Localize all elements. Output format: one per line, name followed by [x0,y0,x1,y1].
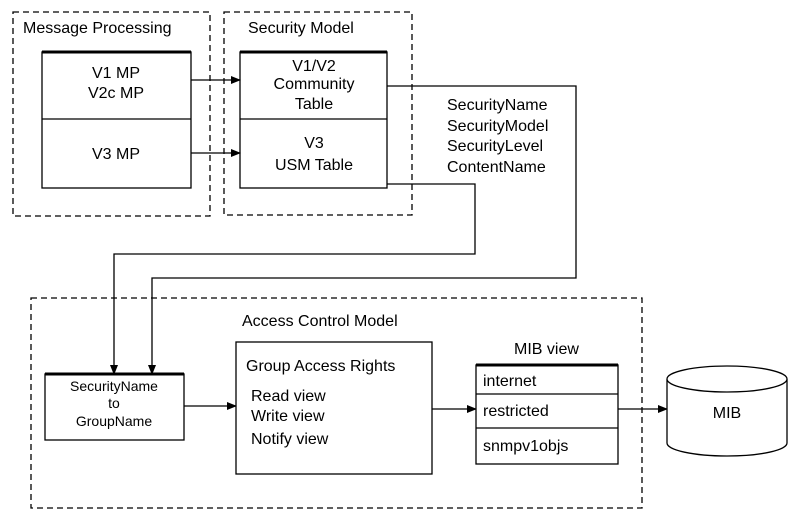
v1-mp-label: V1 MP [92,65,140,82]
v3-mp-label: V3 MP [92,146,140,163]
community-table-line3: Table [295,96,333,113]
read-view-label: Read view [251,388,326,405]
connector-community-to-groupname [148,85,577,375]
notify-view-label: Notify view [251,431,329,448]
usm-table-line1: V3 [304,135,324,152]
message-processing-boundary [12,11,211,217]
v2c-mp-label: V2c MP [88,85,144,102]
access-control-boundary [30,297,643,509]
sec-to-group-line1: SecurityName [70,378,158,394]
community-table-line2: Community [274,76,355,93]
mib-view-box [475,364,619,465]
mib-database-cylinder: MIB [666,365,788,457]
sec-to-group-line3: GroupName [76,413,152,429]
message-processing-title: Message Processing [23,20,172,37]
mib-view-title: MIB view [514,341,579,358]
group-access-rights-title: Group Access Rights [246,358,395,375]
param-content-name: ContentName [447,159,546,176]
sec-to-group-line2: to [108,395,120,411]
access-control-title: Access Control Model [242,313,398,330]
community-table-line1: V1/V2 [292,58,336,75]
message-processing-group: Message Processing V1 MP V2c MP V3 MP [12,11,211,217]
security-table-box [239,51,388,189]
param-security-level: SecurityLevel [447,138,543,155]
security-model-boundary [223,11,413,216]
mib-view-internet: internet [483,373,537,390]
security-parameters: SecurityName SecurityModel SecurityLevel… [447,97,548,176]
param-security-model: SecurityModel [447,118,548,135]
connector-usm-to-groupname [110,183,476,375]
mib-view-snmpv1objs: snmpv1objs [483,438,568,455]
mib-view-restricted: restricted [483,403,549,420]
security-model-title: Security Model [248,20,354,37]
mib-label: MIB [713,405,741,422]
mp-box [41,51,192,189]
securityname-to-groupname-box [44,373,185,441]
param-security-name: SecurityName [447,97,548,114]
write-view-label: Write view [251,408,325,425]
group-access-rights-box [235,341,433,475]
usm-table-line2: USM Table [275,157,353,174]
access-control-group: Access Control Model SecurityName to Gro… [30,297,643,509]
security-model-group: Security Model V1/V2 Community Table V3 … [223,11,413,216]
